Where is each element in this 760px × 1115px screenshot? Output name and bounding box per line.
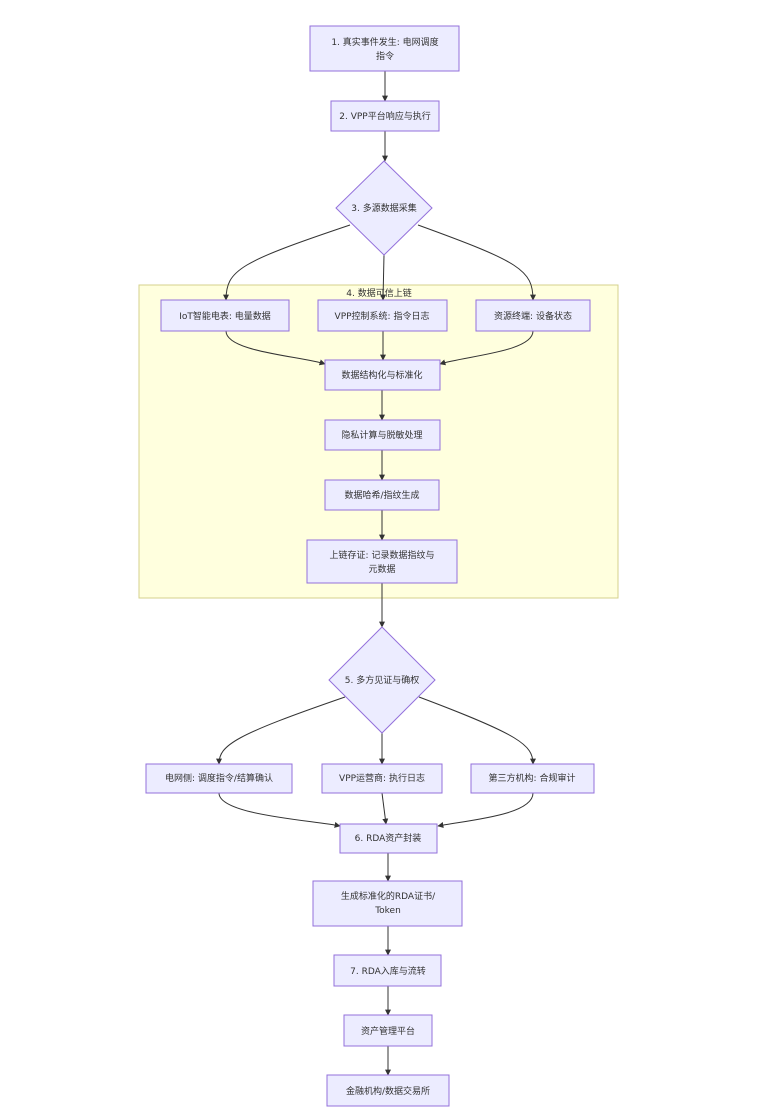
edge-iot-structure: [225, 330, 326, 366]
node-third-party-label: 第三方机构: 合规审计: [489, 772, 576, 784]
node-grid-side: 电网侧: 调度指令/结算确认: [145, 763, 293, 794]
node-iot-meter: IoT智能电表: 电量数据: [160, 299, 290, 332]
node-rda-packaging: 6. RDA资产封装: [339, 823, 438, 854]
node-resource-terminal-label: 资源终端: 设备状态: [494, 310, 572, 322]
edge-third-6: [437, 792, 534, 828]
node-finance-exchange-label: 金融机构/数据交易所: [346, 1085, 430, 1097]
node-multi-party-witness-label: 5. 多方见证与确权: [345, 674, 419, 686]
node-vpp-control-system-label: VPP控制系统: 指令日志: [335, 310, 430, 322]
edge-5-grid: [216, 696, 346, 765]
edges: [216, 71, 536, 1076]
node-resource-terminal: 资源终端: 设备状态: [475, 299, 591, 332]
node-onchain-evidence-label-line2: 元数据: [368, 563, 395, 575]
node-rda-packaging-label: 6. RDA资产封装: [355, 832, 422, 844]
node-data-hash-label: 数据哈希/指纹生成: [344, 489, 419, 501]
node-real-event: 1. 真实事件发生: 电网调度 指令: [309, 25, 460, 72]
edge-grid-6: [218, 792, 341, 828]
node-privacy-computing-label: 隐私计算与脱敏处理: [341, 429, 422, 441]
node-data-structuring-label: 数据结构化与标准化: [341, 369, 422, 381]
node-real-event-label-line1: 1. 真实事件发生: 电网调度: [331, 36, 438, 48]
edge-terminal-structure: [439, 330, 534, 366]
node-multi-source-collect: 3. 多源数据采集: [335, 160, 433, 256]
subgraph-label: 4. 数据可信上链: [346, 287, 411, 299]
node-data-structuring: 数据结构化与标准化: [324, 359, 441, 391]
node-vpp-response: 2. VPP平台响应与执行: [330, 100, 440, 132]
node-privacy-computing: 隐私计算与脱敏处理: [324, 419, 441, 451]
node-vpp-response-label: 2. VPP平台响应与执行: [339, 110, 430, 122]
edge-vpp-op-6: [381, 792, 389, 825]
node-asset-platform-label: 资产管理平台: [361, 1025, 415, 1037]
node-rda-certificate-label-line2: Token: [374, 906, 401, 916]
edge-3-vpp-control: [380, 254, 387, 301]
node-rda-storage: 7. RDA入库与流转: [333, 954, 442, 987]
node-multi-source-collect-label: 3. 多源数据采集: [351, 202, 416, 214]
node-iot-meter-label: IoT智能电表: 电量数据: [179, 310, 271, 322]
node-data-hash: 数据哈希/指纹生成: [324, 479, 440, 511]
node-rda-certificate-label-line1: 生成标准化的RDA证书/: [341, 890, 436, 902]
node-third-party: 第三方机构: 合规审计: [470, 763, 595, 794]
node-grid-side-label: 电网侧: 调度指令/结算确认: [165, 772, 273, 784]
node-onchain-evidence: 上链存证: 记录数据指纹与 元数据: [306, 539, 458, 584]
node-finance-exchange: 金融机构/数据交易所: [326, 1074, 450, 1107]
edge-5-third: [418, 696, 536, 765]
node-rda-storage-label: 7. RDA入库与流转: [350, 965, 426, 977]
node-asset-platform: 资产管理平台: [343, 1014, 433, 1047]
node-real-event-label-line2: 指令: [376, 50, 394, 62]
node-vpp-operator: VPP运营商: 执行日志: [321, 763, 443, 794]
edge-3-iot: [223, 224, 351, 301]
node-multi-party-witness: 5. 多方见证与确权: [328, 626, 436, 734]
node-vpp-operator-label: VPP运营商: 执行日志: [339, 772, 425, 784]
node-vpp-control-system: VPP控制系统: 指令日志: [317, 299, 448, 332]
edge-3-terminal: [417, 224, 536, 301]
node-onchain-evidence-label-line1: 上链存证: 记录数据指纹与: [330, 549, 435, 561]
node-rda-certificate: 生成标准化的RDA证书/ Token: [312, 880, 463, 927]
